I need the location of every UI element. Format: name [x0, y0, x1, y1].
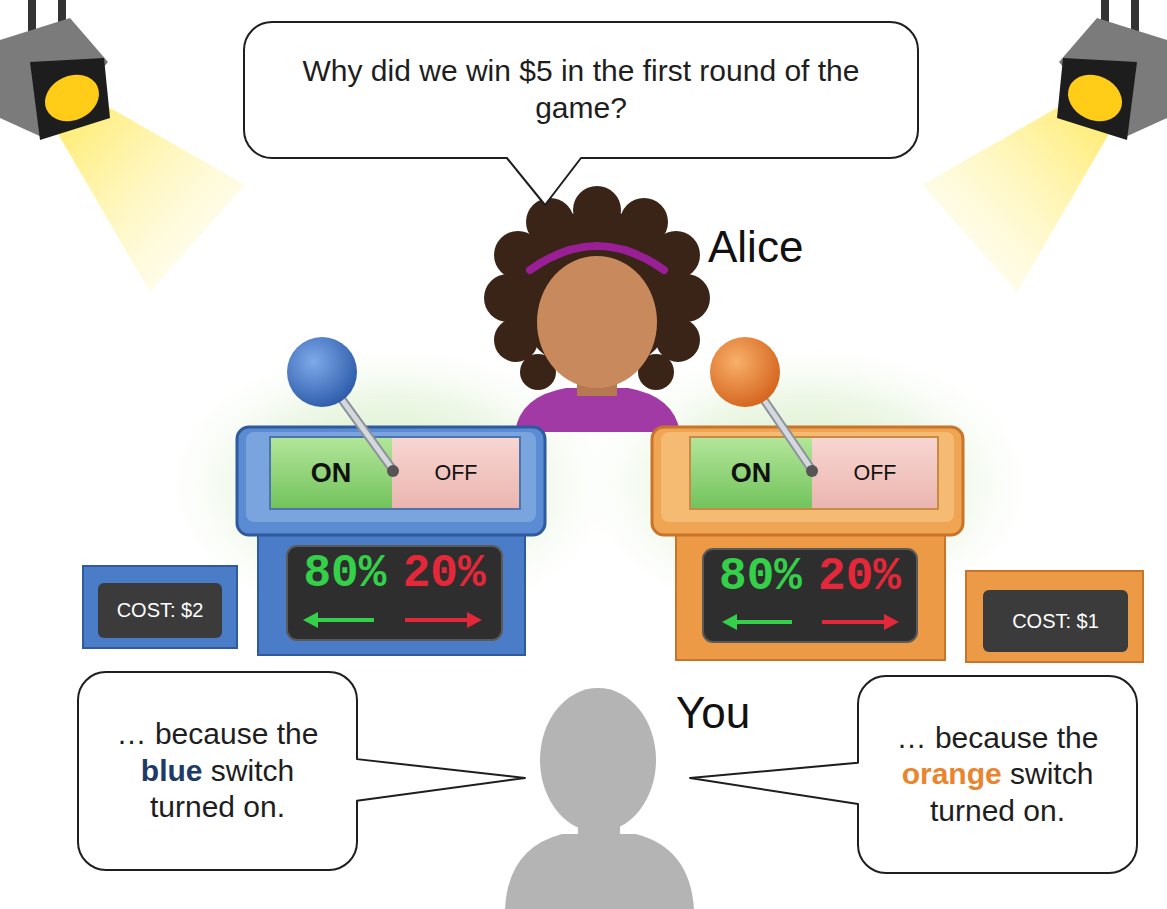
percentage-readout: 80%	[719, 554, 802, 600]
speech-text: Why did we win $5 in the first round of …	[268, 53, 894, 126]
speaker-name: Alice	[708, 222, 803, 272]
cost-label: COST: $1	[1012, 610, 1099, 633]
spotlight	[0, 0, 245, 292]
speech-bubble: … because the blue switch turned on.	[78, 672, 357, 870]
off-label: OFF	[812, 461, 938, 486]
speech-bubble: … because the orange switch turned on.	[858, 676, 1137, 873]
color-word: orange	[902, 757, 1002, 790]
spotlight	[922, 0, 1167, 292]
speaker-name: You	[676, 688, 750, 738]
speech-bubble: Why did we win $5 in the first round of …	[244, 22, 918, 158]
probability-display: 80% 20%	[287, 546, 502, 640]
player-silhouette	[505, 688, 694, 909]
speech-bubble-outline	[690, 676, 1137, 873]
speech-bubble-outline	[78, 672, 525, 870]
blue-switch-machine	[83, 337, 545, 655]
cost-label: COST: $2	[117, 599, 204, 622]
speech-bubble-outline	[244, 22, 918, 205]
speech-text-part: … because the	[117, 717, 319, 750]
switch-panel: ONOFF	[690, 437, 938, 509]
switch-panel: ONOFF	[270, 437, 520, 509]
host-figure	[484, 186, 710, 432]
probability-display: 80% 20%	[703, 549, 917, 642]
speech-text: … because the orange switch turned on.	[882, 720, 1113, 830]
speech-text-part: … because the	[897, 721, 1099, 754]
cost-tag: COST: $2	[98, 583, 222, 638]
speech-text: … because the blue switch turned on.	[102, 716, 333, 826]
on-label: ON	[690, 458, 812, 489]
percentage-readout: 20%	[818, 554, 901, 600]
on-label: ON	[270, 458, 392, 489]
percentage-readout: 20%	[403, 551, 486, 597]
off-label: OFF	[392, 461, 520, 486]
cost-tag: COST: $1	[983, 590, 1128, 652]
color-word: blue	[141, 754, 203, 787]
percentage-readout: 80%	[303, 551, 386, 597]
orange-switch-machine	[652, 337, 1143, 662]
